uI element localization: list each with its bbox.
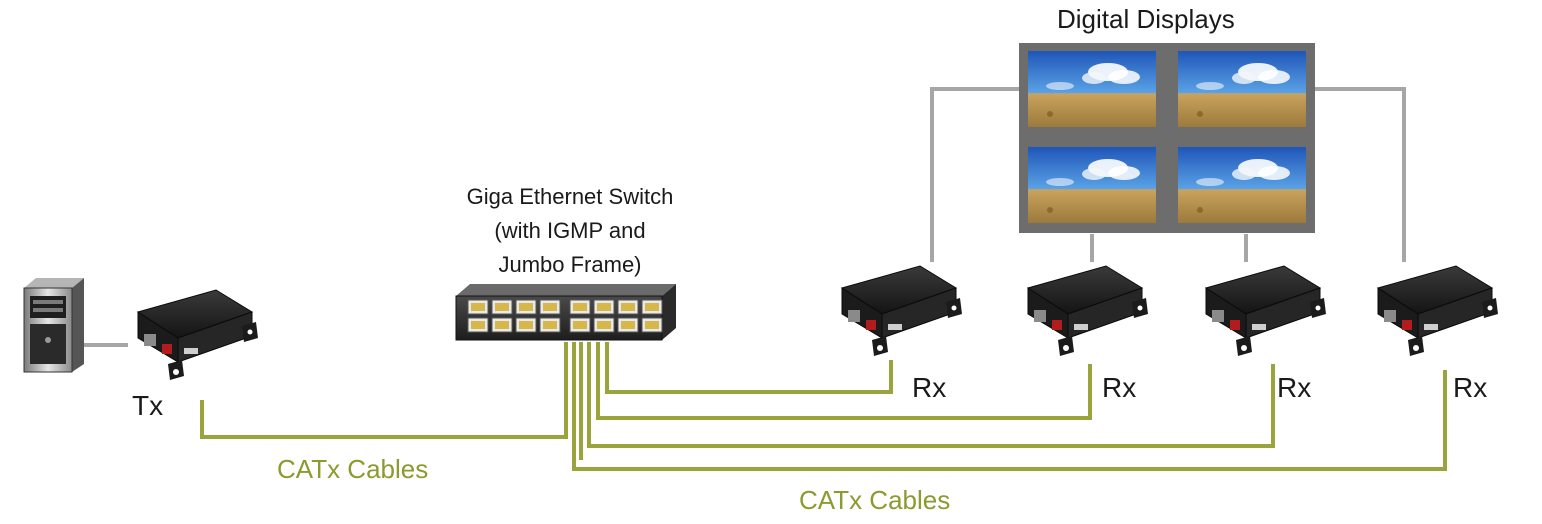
video-wall [1019,43,1315,233]
ethernet-switch-icon [455,284,676,341]
switch-port-pins [621,321,635,329]
display-2 [1170,44,1314,134]
hdmi-line-rx4 [1314,87,1406,262]
catx-cables-label-bottom: CATx Cables [799,485,951,515]
rx-label-3: Rx [1277,372,1312,403]
switch-port-pins [543,303,557,311]
switch-port-pins [573,321,587,329]
display-4 [1170,140,1314,230]
switch-label-line2: (with IGMP and [494,218,646,243]
hdmi-line-rx1 [930,87,1020,262]
switch-port-pins [573,303,587,311]
cable-rx4 [572,342,1447,471]
cable-rx2 [596,342,1092,420]
hdmi-lines [78,87,1406,347]
cable-rx1 [605,342,893,394]
display-1 [1020,44,1164,134]
tx-label: Tx [132,390,164,421]
rx-label-2: Rx [1102,372,1137,403]
rx-extender-icon-1 [841,265,963,357]
switch-port-pins [645,321,659,329]
rx-label-1: Rx [912,372,947,403]
switch-label-line1: Giga Ethernet Switch [466,184,674,209]
rx-extender-icon-3 [1205,265,1327,357]
display-3 [1020,140,1164,230]
tx-extender-icon [137,289,259,381]
switch-label: Giga Ethernet Switch (with IGMP and Jumb… [420,180,720,282]
switch-port-pins [645,303,659,311]
switch-port-pins [597,303,611,311]
pc-tower-icon [23,278,84,373]
switch-label-line3: Jumbo Frame) [498,252,642,277]
cable-rx3 [587,342,1275,448]
switch-port-pins [495,321,509,329]
rx-label-4: Rx [1453,372,1488,403]
page-title: Digital Displays [1057,4,1235,34]
switch-port-pins [471,303,485,311]
rx-extender-icon-4 [1377,265,1499,357]
switch-ports [467,299,663,333]
switch-port-pins [471,321,485,329]
switch-port-pins [519,303,533,311]
switch-port-pins [621,303,635,311]
rx-extender-icon-2 [1027,265,1149,357]
switch-port-pins [543,321,557,329]
switch-port-pins [495,303,509,311]
catx-cables [200,342,1447,471]
catx-cables-label-left: CATx Cables [277,454,429,484]
switch-port-pins [597,321,611,329]
switch-port-pins [519,321,533,329]
cable-tx [200,342,568,439]
